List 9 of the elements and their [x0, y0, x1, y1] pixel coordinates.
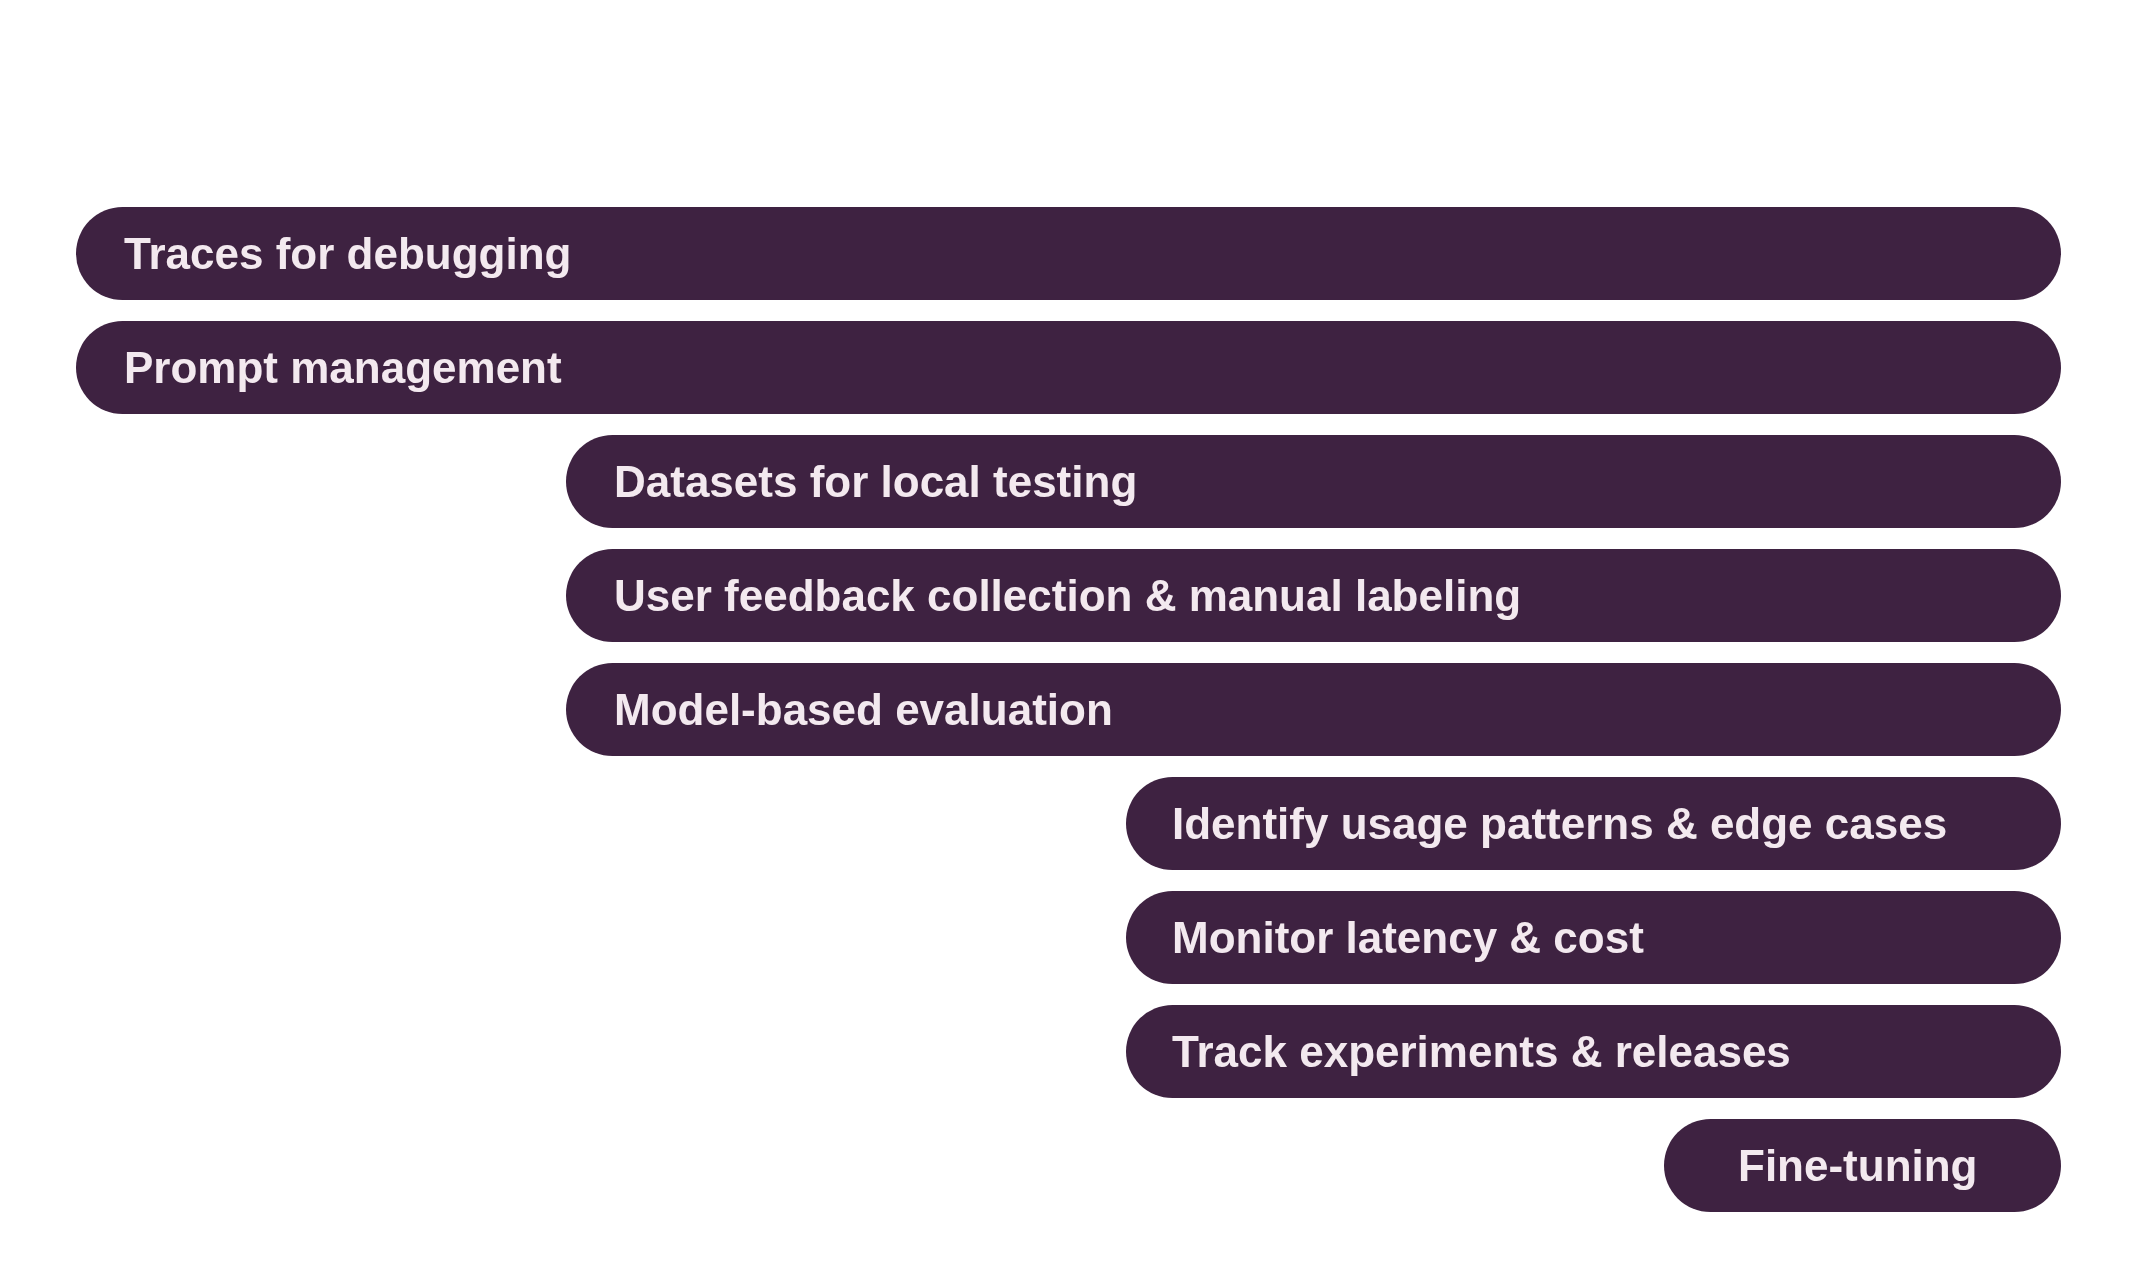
bar-label: Identify usage patterns & edge cases	[1172, 798, 1948, 849]
bar-label: User feedback collection & manual labeling	[614, 570, 1522, 621]
bar-label: Monitor latency & cost	[1172, 912, 1644, 963]
bar-label: Prompt management	[124, 342, 562, 393]
bar-label: Track experiments & releases	[1172, 1026, 1791, 1077]
bar-label: Traces for debugging	[124, 228, 572, 279]
bar-label: Datasets for local testing	[614, 456, 1138, 507]
bar-label: Model-based evaluation	[614, 684, 1113, 735]
bar-label: Fine-tuning	[1738, 1140, 1978, 1191]
